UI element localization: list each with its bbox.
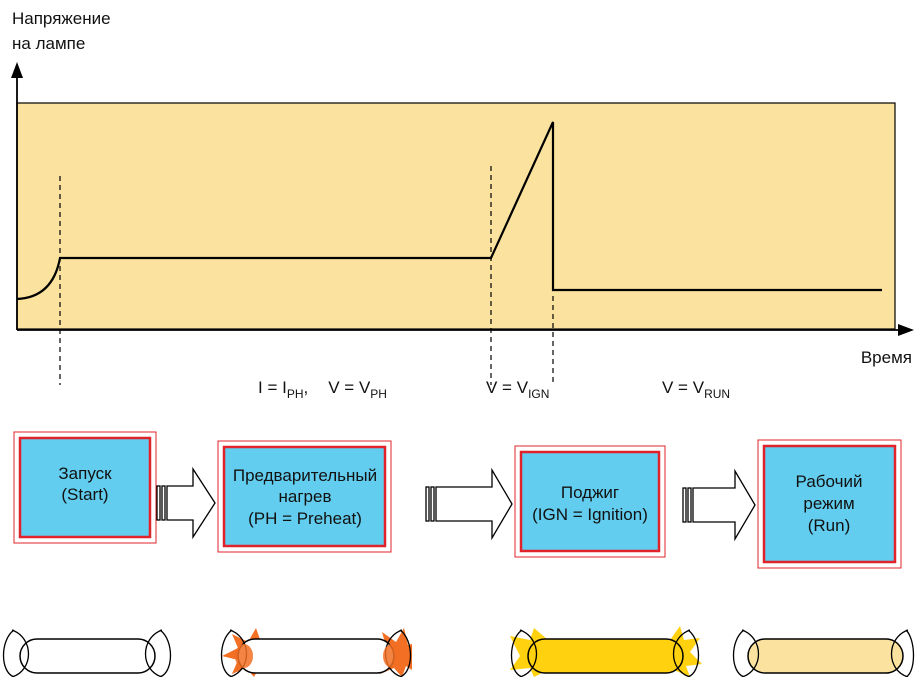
flow-arrow-3 xyxy=(682,468,756,542)
voltage-plot: Напряжение на лампе Время xyxy=(11,9,914,385)
y-axis-label-line1: Напряжение xyxy=(12,9,111,28)
stage-run-line1: Рабочий xyxy=(796,472,863,491)
stage-box-preheat: Предварительный нагрев (PH = Preheat) xyxy=(217,440,392,553)
preheat-condition: I = IPH,V = VPH xyxy=(258,378,387,401)
flow-arrow-2 xyxy=(425,467,513,541)
stage-preheat-line3: (PH = Preheat) xyxy=(248,509,362,528)
stage-flow: Запуск (Start) Предварительный нагрев (P… xyxy=(13,431,902,569)
stage-ignition-line2: (IGN = Ignition) xyxy=(532,505,648,524)
flow-arrow-1 xyxy=(156,466,216,540)
y-axis-label-line2: на лампе xyxy=(12,34,85,53)
stage-box-ignition: Поджиг (IGN = Ignition) xyxy=(514,445,666,558)
voltage-waveform xyxy=(16,121,882,301)
y-axis-arrow-icon xyxy=(11,62,23,78)
run-condition: V = VRUN xyxy=(662,378,730,401)
stage-preheat-line1: Предварительный xyxy=(233,466,377,485)
stage-ignition-line1: Поджиг xyxy=(561,483,619,502)
stage-run-line2: режим xyxy=(803,494,854,513)
lamp-run xyxy=(732,629,915,677)
x-axis-arrow-icon xyxy=(898,324,914,336)
stage-start-line1: Запуск xyxy=(58,464,112,483)
plot-area xyxy=(16,102,896,330)
ignition-condition: V = VIGN xyxy=(486,378,549,401)
stage-start-line2: (Start) xyxy=(61,485,108,504)
lamp-ignition xyxy=(510,626,702,677)
phase-conditions: I = IPH,V = VPH V = VIGN V = VRUN xyxy=(258,378,730,401)
stage-box-start: Запуск (Start) xyxy=(13,431,157,544)
lamp-states xyxy=(2,626,915,677)
x-axis-label: Время xyxy=(861,348,912,367)
stage-run-line3: (Run) xyxy=(808,516,851,535)
lamp-preheat xyxy=(220,628,412,677)
lamp-off xyxy=(2,629,172,677)
stage-preheat-line2: нагрев xyxy=(279,487,332,506)
stage-box-run: Рабочий режим (Run) xyxy=(757,439,902,569)
